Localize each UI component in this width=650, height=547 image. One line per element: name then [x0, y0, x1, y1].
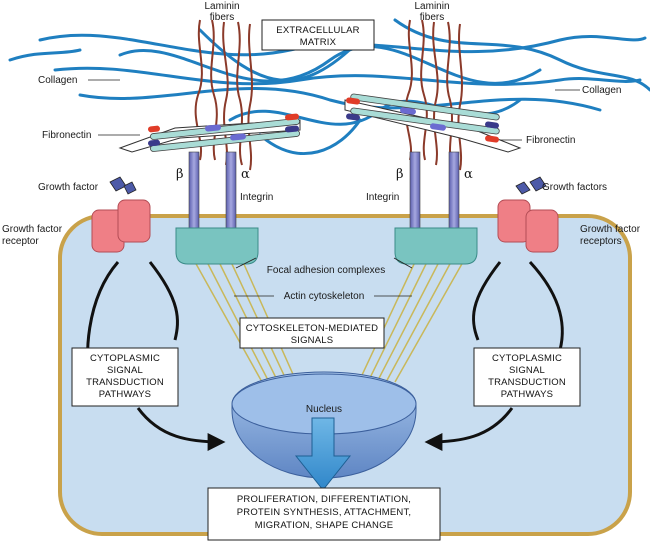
cytoplasmic-left-label-4: PATHWAYS [99, 389, 151, 400]
integrin-beta-left [188, 151, 200, 233]
cytoplasmic-left-label-2: SIGNAL [107, 365, 143, 376]
laminin-fibers-left [194, 19, 253, 171]
right-pathway-line-b [472, 261, 502, 341]
left-pathway-arrow [136, 407, 226, 451]
growth-factors-icon-right [515, 176, 547, 195]
growth-factor-left-label: Growth factor [38, 182, 99, 193]
nucleus-output-arrow [294, 417, 352, 491]
cytoskeleton-signals-label-1: CYTOSKELETON-MEDIATED [246, 323, 378, 334]
growth-factor-receptors-right-label-2: receptors [580, 236, 622, 247]
alpha-right-label: α [464, 167, 473, 182]
integrin-beta-right [409, 151, 421, 233]
laminin-fibers-right [404, 19, 463, 171]
nucleus-label: Nucleus [306, 404, 342, 415]
laminin-right-label-1: Laminin [414, 1, 449, 12]
cytoplasmic-left-label-1: CYTOPLASMIC [90, 353, 160, 364]
outcome-label-2: PROTEIN SYNTHESIS, ATTACHMENT, [237, 507, 412, 518]
cytoplasmic-left-label-3: TRANSDUCTION [86, 377, 164, 388]
right-pathway-line-top [528, 260, 564, 351]
collagen-right-label: Collagen [582, 85, 621, 96]
alpha-left-label: α [241, 167, 250, 182]
actin-cytoskeleton-label: Actin cytoskeleton [284, 291, 365, 302]
growth-factor-receptor-left-label-1: Growth factor [2, 224, 63, 235]
cytoplasmic-right-label-3: TRANSDUCTION [488, 377, 566, 388]
integrin-alpha-left [225, 151, 237, 233]
leader-lines [88, 79, 580, 297]
fibronectin-right-label: Fibronectin [526, 135, 575, 146]
fibronectin-left [118, 113, 301, 153]
laminin-left-label-2: fibers [210, 12, 234, 23]
growth-factors-right-label: Growth factors [542, 182, 607, 193]
collagen-left-label: Collagen [38, 75, 77, 86]
focal-adhesion-left [175, 227, 259, 265]
cytoskeleton-signals-box [239, 317, 385, 349]
integrin-left-label: Integrin [240, 192, 273, 203]
growth-factor-receptor-left-label-2: receptor [2, 236, 39, 247]
extracellular-matrix-box [261, 19, 375, 51]
extracellular-matrix-label-2: MATRIX [300, 37, 337, 48]
fibronectin-left-label: Fibronectin [42, 130, 91, 141]
focal-adhesion-label: Focal adhesion complexes [267, 265, 385, 276]
focal-adhesion-right [394, 227, 478, 265]
cytoplasmic-right-label-1: CYTOPLASMIC [492, 353, 562, 364]
outcome-label-1: PROLIFERATION, DIFFERENTIATION, [237, 494, 411, 505]
left-pathway-line-b [148, 261, 179, 341]
beta-right-label: β [396, 167, 404, 182]
extracellular-matrix-label-1: EXTRACELLULAR [276, 25, 359, 36]
laminin-right-label-2: fibers [420, 12, 444, 23]
growth-factor-icon-left [109, 176, 137, 195]
cytoplasmic-right-box [473, 347, 581, 407]
beta-left-label: β [176, 167, 184, 182]
outcome-box [207, 487, 441, 541]
outcome-label-3: MIGRATION, SHAPE CHANGE [255, 520, 394, 531]
laminin-left-label-1: Laminin [204, 1, 239, 12]
cytoskeleton-signals-label-2: SIGNALS [291, 335, 334, 346]
growth-factor-receptors-right-label-1: Growth factor [580, 224, 641, 235]
cytoplasmic-right-label-4: PATHWAYS [501, 389, 553, 400]
integrin-alpha-right [448, 151, 460, 233]
cytoplasmic-left-box [71, 347, 179, 407]
fibronectin-right [344, 93, 522, 153]
integrin-right-label: Integrin [366, 192, 399, 203]
growth-factor-receptor-left [91, 199, 151, 253]
growth-factor-receptor-right [497, 199, 559, 253]
right-pathway-arrow [424, 407, 514, 451]
cytoplasmic-right-label-2: SIGNAL [509, 365, 545, 376]
